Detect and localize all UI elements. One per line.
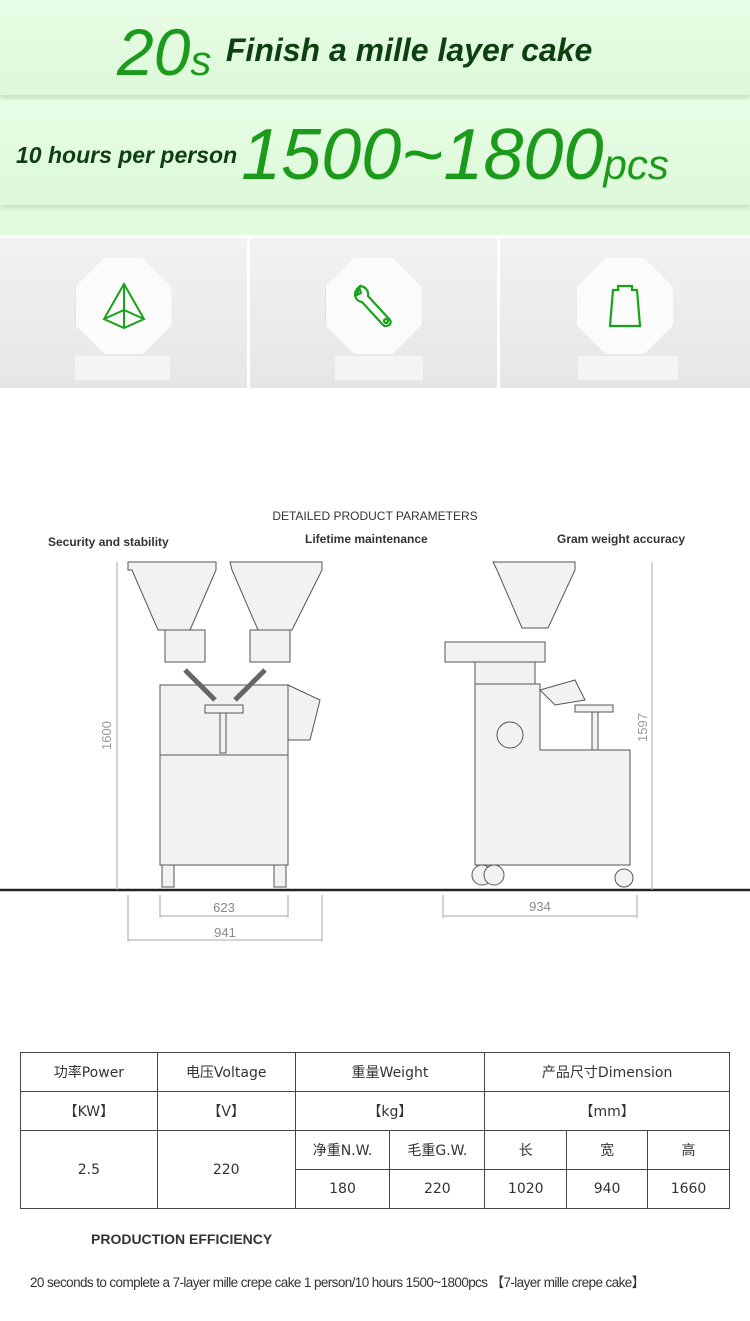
diagram-title: DETAILED PRODUCT PARAMETERS: [272, 509, 478, 523]
table-row: 180 220 1020 940 1660: [21, 1169, 730, 1209]
table-row: 【KW】 【V】 【kg】 【mm】: [20, 1091, 730, 1131]
pyramid-icon: [75, 258, 172, 354]
voltage-value: 220: [156, 1130, 296, 1209]
sub-header: 毛重G.W.: [389, 1130, 486, 1170]
front-inner-width-dim: 623: [213, 900, 235, 915]
side-height-dim: 1597: [634, 713, 650, 742]
feature-panel: [0, 238, 247, 388]
label-security: Security and stability: [48, 535, 169, 549]
banner: 20s Finish a mille layer cake 10 hours p…: [0, 0, 750, 235]
front-width-dim: 941: [214, 925, 236, 940]
table-row: 2.5 220 净重N.W. 毛重G.W. 长 宽 高: [20, 1130, 730, 1209]
unit-voltage: 【V】: [156, 1091, 296, 1131]
label-accuracy: Gram weight accuracy: [557, 532, 686, 546]
time-unit: s: [190, 37, 212, 84]
machine-drawing: [0, 561, 750, 942]
sub-header: 高: [647, 1130, 730, 1170]
table-cell: 1660: [647, 1169, 730, 1209]
sub-header: 长: [484, 1130, 568, 1170]
wrench-icon: [325, 258, 422, 354]
unit-dimension: 【mm】: [484, 1091, 730, 1131]
feature-panel: [500, 238, 750, 388]
header-dimension: 产品尺寸Dimension: [484, 1052, 730, 1092]
table-cell: 1020: [484, 1169, 568, 1209]
header-power: 功率Power: [20, 1052, 158, 1092]
efficiency-text: 20 seconds to complete a 7-layer mille c…: [30, 1275, 645, 1290]
banner-band-2: 10 hours per person1500~1800pcs: [0, 100, 750, 205]
weight-icon: [577, 258, 673, 354]
sub-header: 净重N.W.: [294, 1130, 391, 1170]
table-cell: 180: [294, 1169, 391, 1209]
banner-band-1: 20s Finish a mille layer cake: [0, 0, 750, 95]
spec-table: 功率Power 电压Voltage 重量Weight 产品尺寸Dimension…: [20, 1052, 730, 1209]
unit-weight: 【kg】: [294, 1091, 486, 1131]
header-weight: 重量Weight: [294, 1052, 486, 1092]
hours-text: 10 hours per person: [16, 142, 238, 168]
efficiency-title: PRODUCTION EFFICIENCY: [91, 1231, 273, 1247]
front-height-dim: 1600: [98, 721, 114, 750]
sub-header: 宽: [566, 1130, 649, 1170]
time-value: 20: [117, 15, 191, 89]
feature-panel: [250, 238, 497, 388]
power-value: 2.5: [20, 1130, 158, 1209]
table-row: 功率Power 电压Voltage 重量Weight 产品尺寸Dimension: [20, 1052, 730, 1092]
table-cell: 220: [389, 1169, 486, 1209]
headline: Finish a mille layer cake: [225, 32, 593, 68]
unit-power: 【KW】: [20, 1091, 158, 1131]
header-voltage: 电压Voltage: [156, 1052, 296, 1092]
label-lifetime: Lifetime maintenance: [305, 532, 428, 546]
output-unit: pcs: [603, 141, 669, 188]
side-width-dim: 934: [529, 899, 551, 914]
table-cell: 940: [566, 1169, 649, 1209]
output-value: 1500~1800: [241, 115, 604, 195]
